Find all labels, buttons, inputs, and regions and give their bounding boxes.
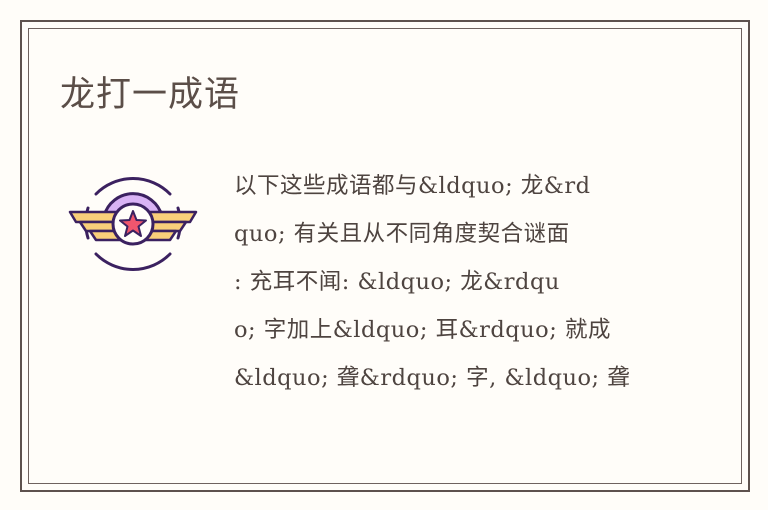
winged-star-badge-icon bbox=[68, 177, 198, 271]
text-line: 以下这些成语都与&ldquo; 龙&rd bbox=[234, 173, 591, 199]
outer-frame bbox=[20, 20, 750, 492]
text-line: quo; 有关且从不同角度契合谜面 bbox=[234, 221, 570, 247]
text-line: o; 字加上&ldquo; 耳&rdquo; 就成 bbox=[234, 317, 611, 343]
text-line: &ldquo; 聋&rdquo; 字, &ldquo; 聋 bbox=[234, 365, 631, 391]
inner-frame bbox=[28, 28, 742, 484]
description-text: 以下这些成语都与&ldquo; 龙&rd quo; 有关且从不同角度契合谜面 :… bbox=[234, 166, 674, 406]
page-title: 龙打一成语 bbox=[60, 75, 241, 115]
text-line: : 充耳不闻: &ldquo; 龙&rdqu bbox=[234, 269, 560, 295]
